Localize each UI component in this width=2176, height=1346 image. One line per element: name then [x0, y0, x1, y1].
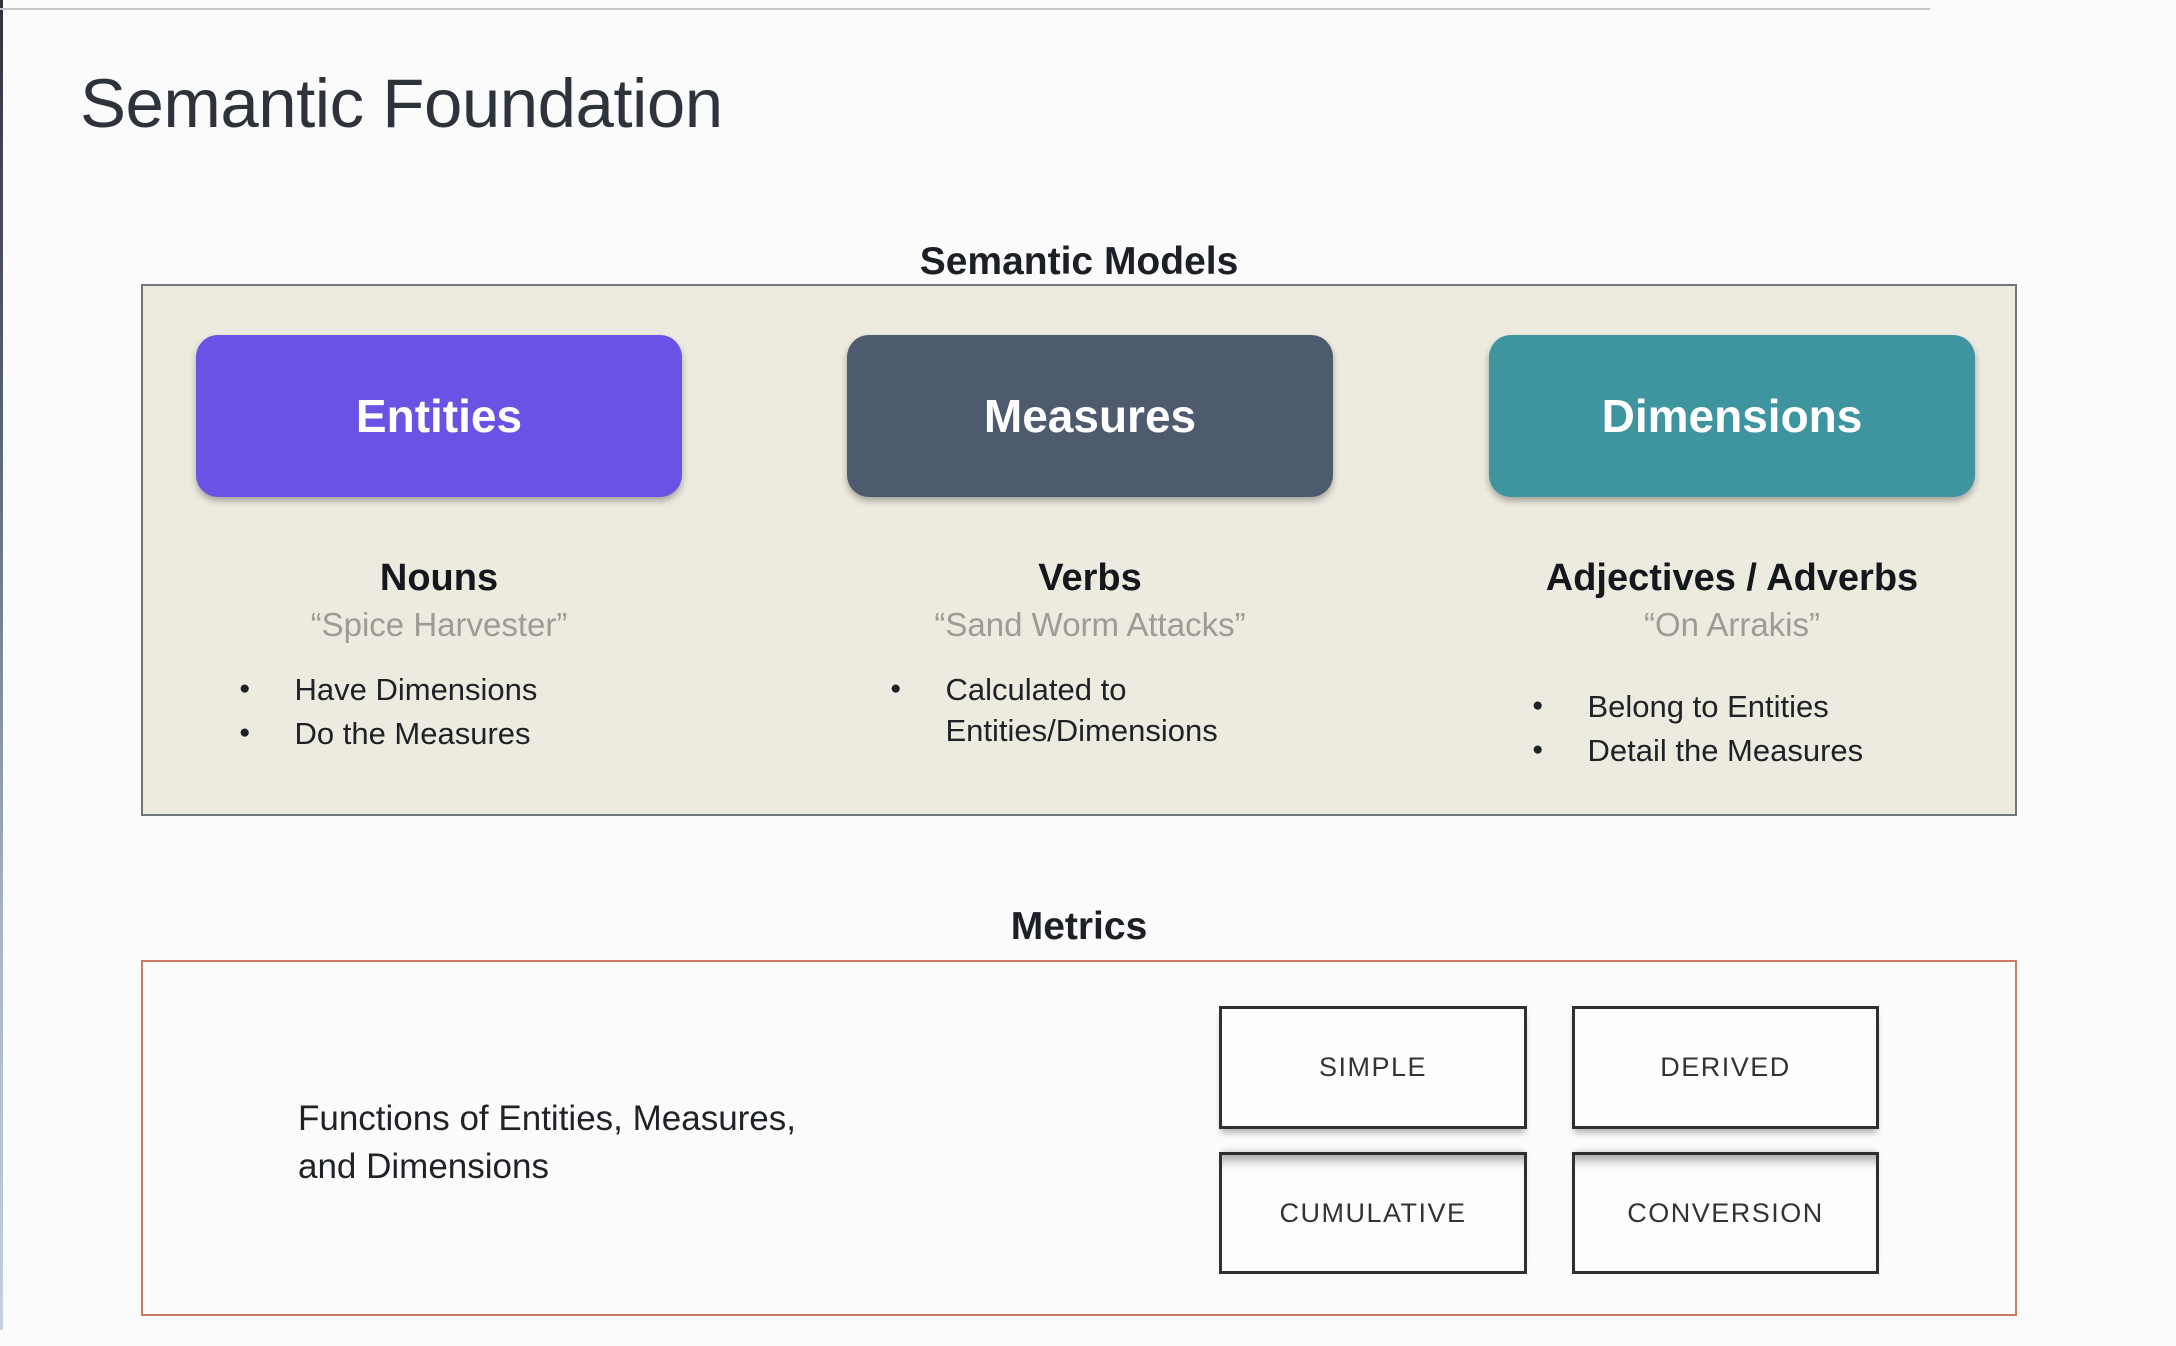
bullet-text: Detail the Measures — [1587, 732, 1864, 768]
measures-bullet-list: ● Calculated to Entities/Dimensions — [890, 670, 1290, 752]
measures-pill: Measures — [847, 335, 1333, 497]
dimensions-pill: Dimensions — [1489, 335, 1975, 497]
page-title: Semantic Foundation — [80, 65, 723, 142]
bullet-dot: ● — [890, 678, 902, 699]
bullet-text: Have Dimensions — [294, 672, 538, 707]
metrics-heading: Metrics — [1010, 905, 1148, 948]
bullet-text: Calculated to Entities/Dimensions — [945, 672, 1218, 748]
metric-type-conversion: CONVERSION — [1572, 1152, 1879, 1274]
measures-quote: “Sand Worm Attacks” — [934, 606, 1246, 643]
entities-subtitle: Nouns — [379, 557, 499, 599]
entities-column: Entities Nouns “Spice Harvester” ● Have … — [159, 286, 719, 758]
dimensions-subtitle: Adjectives / Adverbs — [1545, 557, 1919, 599]
measures-subtitle: Verbs — [1038, 557, 1142, 599]
metric-type-derived: DERIVED — [1572, 1006, 1879, 1129]
measures-column: Measures Verbs “Sand Worm Attacks” ● Cal… — [810, 286, 1370, 755]
dimensions-column: Dimensions Adjectives / Adverbs “On Arra… — [1452, 286, 2012, 775]
bullet-text: Belong to Entities — [1587, 689, 1829, 724]
metrics-box: Functions of Entities, Measures, and Dim… — [141, 960, 2017, 1316]
entities-pill: Entities — [196, 335, 682, 497]
bullet-text: Do the Measures — [294, 715, 531, 751]
metric-type-cumulative: CUMULATIVE — [1219, 1152, 1527, 1274]
dimensions-bullet-list: ● Belong to Entities ● Detail the Measur… — [1532, 687, 1932, 772]
bullet-dot: ● — [239, 678, 251, 699]
metrics-description: Functions of Entities, Measures, and Dim… — [298, 1099, 796, 1187]
bullet-dot: ● — [1532, 695, 1544, 716]
bullet-item: ● Belong to Entities — [1532, 687, 1932, 728]
dimensions-quote: “On Arrakis” — [1643, 606, 1821, 643]
bullet-item: ● Detail the Measures — [1532, 731, 1932, 772]
slide-left-edge-line — [0, 0, 3, 1330]
semantic-models-heading: Semantic Models — [919, 240, 1239, 283]
slide-top-edge-line — [0, 8, 1930, 10]
bullet-item: ● Calculated to Entities/Dimensions — [890, 670, 1290, 752]
bullet-dot: ● — [239, 721, 251, 743]
metric-type-simple: SIMPLE — [1219, 1006, 1527, 1129]
entities-quote: “Spice Harvester” — [310, 606, 568, 643]
bullet-item: ● Do the Measures — [239, 714, 639, 755]
bullet-item: ● Have Dimensions — [239, 670, 639, 711]
bullet-dot: ● — [1532, 738, 1544, 760]
entities-bullet-list: ● Have Dimensions ● Do the Measures — [239, 670, 639, 755]
semantic-models-box: Entities Nouns “Spice Harvester” ● Have … — [141, 284, 2017, 816]
